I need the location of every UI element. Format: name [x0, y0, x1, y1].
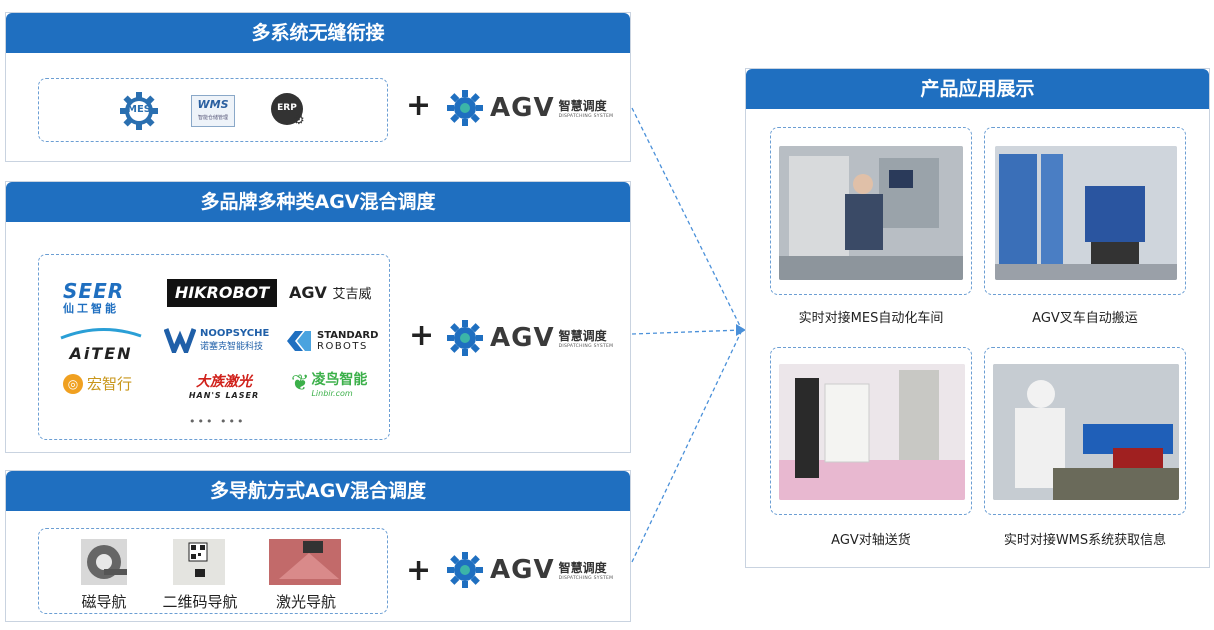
qr-code-image	[173, 539, 225, 585]
linbir-logo-icon: ❦	[291, 371, 310, 396]
panel-title: 多导航方式AGV混合调度	[6, 471, 630, 511]
gear-icon: ⚙	[293, 113, 305, 128]
showcase-caption: AGV叉车自动搬运	[1032, 311, 1138, 326]
panel-title: 多品牌多种类AGV混合调度	[6, 182, 630, 222]
agv-logo-cn: 智慧调度	[558, 329, 607, 343]
panel-multi-system: 多系统无缝衔接 MES WMS	[5, 12, 631, 162]
showcase-caption: 实时对接MES自动化车间	[798, 311, 944, 326]
mes-icon: MES	[119, 91, 159, 131]
agv-logo-en: DISPATCHING SYSTEM	[558, 114, 614, 119]
panel-multi-brand: 多品牌多种类AGV混合调度 SEER 仙工智能 HIKROBOT AGV 艾吉威…	[5, 181, 631, 453]
showcase-item	[770, 127, 972, 295]
brand-noopsyche: NOOPSYCHE 诺塞克智能科技	[164, 327, 269, 353]
agv-logo-icon	[447, 90, 483, 126]
agv-logo-text: AGV	[490, 555, 555, 585]
agv-logo-cn: 智慧调度	[558, 561, 607, 575]
photo-mes-workshop	[779, 146, 963, 280]
panel-showcase: 产品应用展示 实时对接MES自动化车间	[745, 68, 1210, 568]
brand-linbir: ❦ 凌鸟智能 Linbir.com	[291, 371, 368, 398]
plus-sign: +	[409, 318, 435, 353]
laser-image	[269, 539, 341, 585]
wms-icon: WMS 智能仓储管理	[191, 95, 235, 127]
showcase-item	[984, 347, 1186, 515]
agv-logo-icon	[447, 320, 483, 356]
hongzhi-logo-icon: ◎	[63, 373, 83, 394]
navigation-box: 磁导航 二维码导航 激光导航	[38, 528, 388, 614]
panel-title: 产品应用展示	[746, 69, 1209, 109]
more-ellipsis: ••• •••	[189, 415, 246, 428]
brand-standard-robots: STANDARD ROBOTS	[285, 329, 378, 353]
agv-logo-en: DISPATCHING SYSTEM	[558, 344, 614, 349]
showcase-caption: 实时对接WMS系统获取信息	[1003, 533, 1167, 548]
showcase-item	[770, 347, 972, 515]
showcase-item	[984, 127, 1186, 295]
nav-caption-magnetic: 磁导航	[81, 593, 127, 611]
photo-agv-shaft-delivery	[779, 364, 965, 500]
brands-box: SEER 仙工智能 HIKROBOT AGV 艾吉威 AiTEN NOOPSYC…	[38, 254, 390, 440]
noopsyche-logo-icon	[164, 328, 196, 353]
brand-ajv: AGV 艾吉威	[289, 283, 372, 302]
brand-hans-laser: 大族激光 HAN'S LASER	[188, 374, 260, 400]
nav-caption-qr: 二维码导航	[162, 593, 238, 611]
brand-seer: SEER 仙工智能	[63, 279, 125, 315]
standard-logo-icon	[287, 331, 311, 351]
erp-label: ERP	[277, 103, 297, 113]
agv-logo-cn: 智慧调度	[558, 99, 607, 113]
mes-label: MES	[127, 104, 151, 115]
erp-icon: ERP ⚙	[271, 93, 307, 129]
brand-hikrobot: HIKROBOT	[167, 279, 277, 307]
wms-label: WMS	[197, 98, 229, 111]
plus-sign: +	[406, 88, 432, 123]
showcase-caption: AGV对轴送货	[831, 533, 911, 548]
brand-aiten: AiTEN	[59, 325, 143, 363]
photo-wms-info	[993, 364, 1179, 500]
agv-logo-text: AGV	[490, 93, 555, 123]
agv-logo-en: DISPATCHING SYSTEM	[558, 576, 614, 581]
agv-logo-icon	[447, 552, 483, 588]
panel-multi-navigation: 多导航方式AGV混合调度 磁导航 二维码导航 激光导航 +	[5, 470, 631, 622]
photo-agv-forklift	[995, 146, 1177, 280]
panel-title: 多系统无缝衔接	[6, 13, 630, 53]
nav-caption-laser: 激光导航	[275, 593, 336, 611]
magnetic-tape-image	[81, 539, 127, 585]
wms-subtext: 智能仓储管理	[197, 115, 228, 121]
systems-box: MES WMS 智能仓储管理 ERP ⚙	[38, 78, 388, 142]
agv-logo-text: AGV	[490, 323, 555, 353]
plus-sign: +	[406, 553, 432, 588]
brand-hongzhi: ◎ 宏智行	[63, 373, 132, 394]
